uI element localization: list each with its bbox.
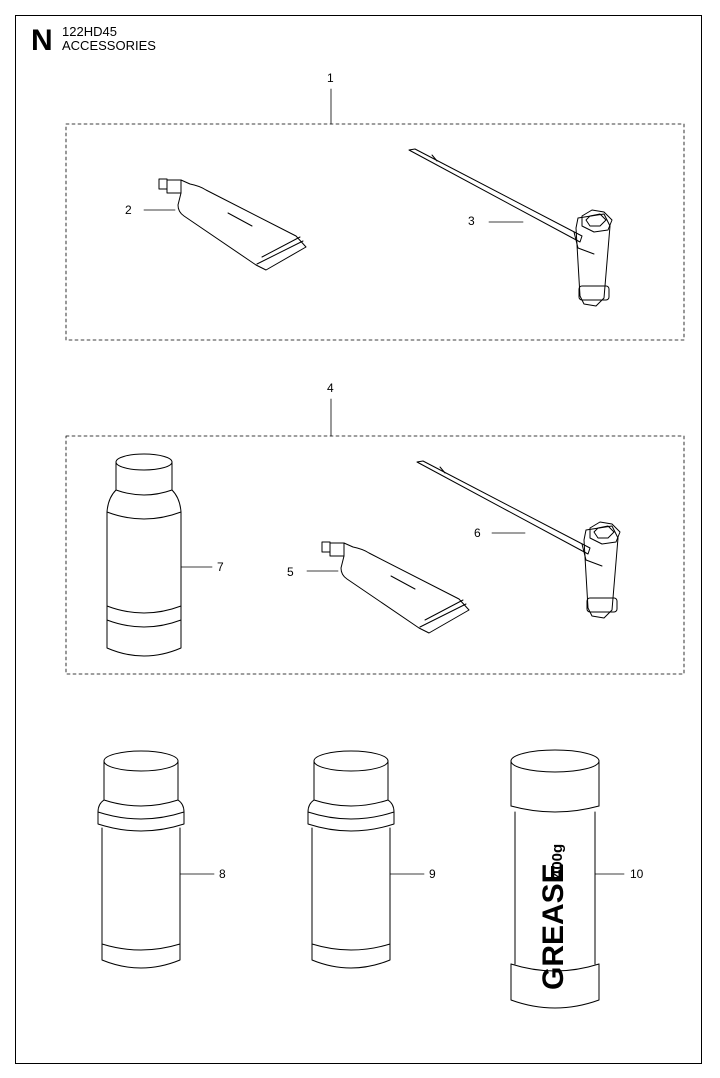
tube-icon — [321, 541, 470, 634]
callout-7: 7 — [217, 560, 224, 574]
callout-1: 1 — [327, 71, 334, 85]
kit-1-outline — [65, 123, 685, 341]
callout-5: 5 — [287, 565, 294, 579]
callout-10: 10 — [630, 867, 644, 881]
model-number: 122HD45 — [62, 24, 117, 39]
bottle-icon — [106, 453, 182, 657]
page-title: ACCESSORIES — [62, 38, 156, 53]
kit-4-outline — [65, 435, 685, 675]
section-letter: N — [31, 24, 53, 57]
grease-cartridge-icon — [510, 749, 600, 1009]
cartridge-product-label: GREASE — [537, 863, 570, 990]
callout-9: 9 — [429, 867, 436, 881]
callout-6: 6 — [474, 526, 481, 540]
cartridge-icon — [307, 750, 395, 969]
callout-3: 3 — [468, 214, 475, 228]
cartridge-weight-label: 400g — [549, 844, 566, 878]
page-border — [15, 15, 702, 1064]
callout-4: 4 — [327, 381, 334, 395]
callout-2: 2 — [125, 203, 132, 217]
spanner-icon — [416, 460, 621, 619]
tube-icon — [158, 178, 307, 271]
cartridge-icon — [97, 750, 185, 969]
callout-8: 8 — [219, 867, 226, 881]
spanner-icon — [408, 148, 613, 307]
